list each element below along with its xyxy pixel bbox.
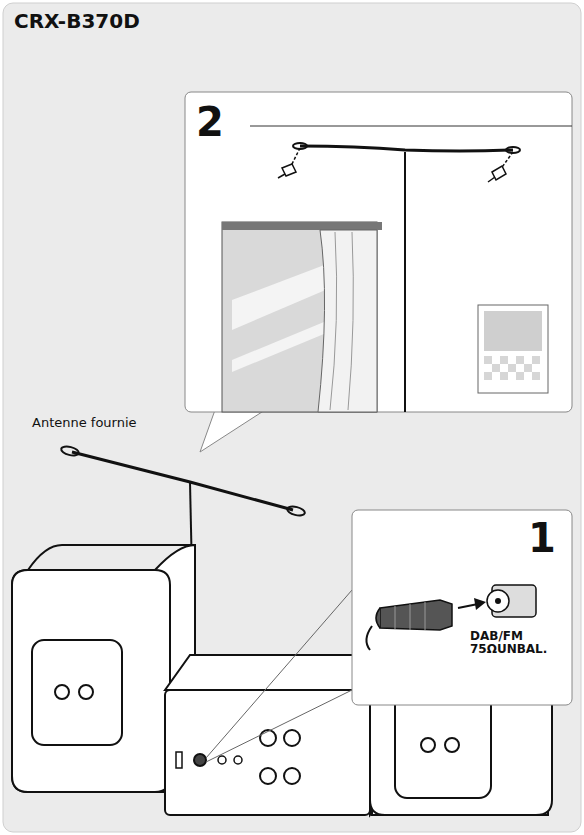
inset-connector xyxy=(206,510,572,762)
inset-wall xyxy=(185,92,572,452)
model-title: CRX-B370D xyxy=(14,10,140,32)
jack-label: DAB/FM 75ΩUNBAL. xyxy=(470,630,560,656)
callout-number: 1 xyxy=(528,516,556,560)
panel-ground xyxy=(3,3,581,832)
part-name: Antenne fournie xyxy=(32,416,137,430)
callout-number: 2 xyxy=(196,100,224,144)
